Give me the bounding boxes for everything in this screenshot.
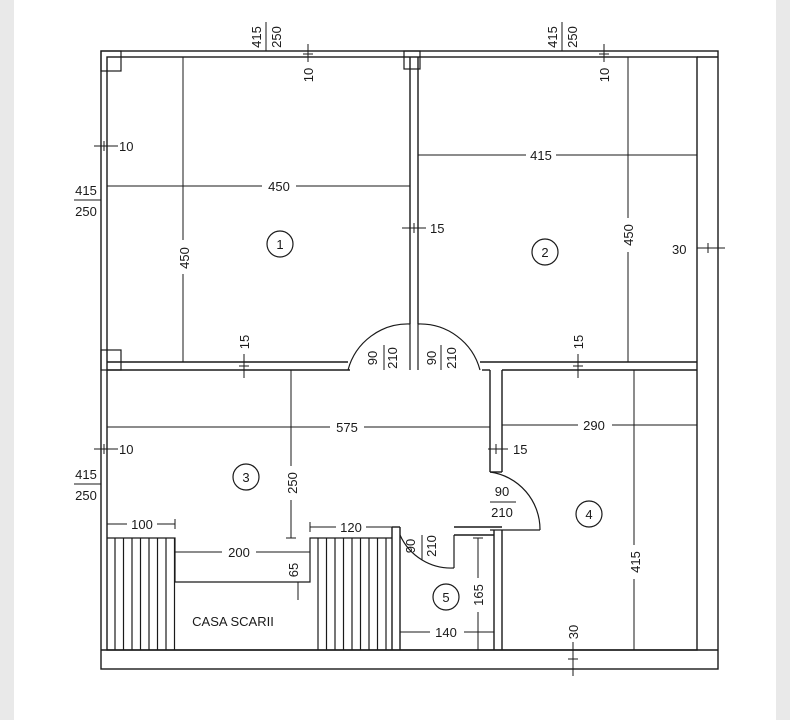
staircase-label: CASA SCARII [192, 614, 274, 629]
floor-plan: 1 2 3 4 5 450 450 415 450 575 250 290 41… [74, 22, 725, 676]
door4-height: 210 [424, 535, 439, 557]
dim-room1-width: 450 [268, 179, 290, 194]
door1-width: 90 [365, 351, 380, 365]
door3-width: 90 [495, 484, 509, 499]
room-number-5: 5 [442, 590, 449, 605]
room-number-3: 3 [242, 470, 249, 485]
door2-height: 210 [444, 347, 459, 369]
room-markers: 1 2 3 4 5 [232, 230, 603, 611]
dim-wall-30-right: 30 [672, 242, 686, 257]
door4-width: 90 [403, 539, 418, 553]
drawing-sheet: 1 2 3 4 5 450 450 415 450 575 250 290 41… [14, 0, 776, 720]
dim-stair-65: 65 [286, 563, 301, 577]
dim-room2-width: 415 [530, 148, 552, 163]
door2-width: 90 [424, 351, 439, 365]
dim-room4-width: 290 [583, 418, 605, 433]
level-left-lower-den: 250 [75, 488, 97, 503]
dim-room5-height: 165 [471, 584, 486, 606]
interior-walls [107, 57, 697, 650]
dim-partition-15-d: 15 [513, 442, 527, 457]
level-top-left-upper: 415 [249, 26, 264, 48]
level-left-upper-den: 250 [75, 204, 97, 219]
dim-partition-15-b: 15 [237, 335, 252, 349]
dim-wall-10-left-bottom: 10 [119, 442, 133, 457]
level-left-lower-num: 415 [75, 467, 97, 482]
level-top-left-lower: 250 [269, 26, 284, 48]
dim-room2-height: 450 [621, 224, 636, 246]
dim-room4-height: 415 [628, 551, 643, 573]
corner-posts [100, 50, 421, 371]
room-marker-3 [232, 463, 260, 491]
dim-partition-15-a: 15 [430, 221, 444, 236]
dimension-labels: 450 450 415 450 575 250 290 415 100 200 … [75, 26, 686, 640]
room-marker-4 [575, 500, 603, 528]
dim-wall-10-top-right: 10 [597, 68, 612, 82]
dim-wall-30-bottom: 30 [566, 625, 581, 639]
dim-stair-120: 120 [340, 520, 362, 535]
dim-stair-100: 100 [131, 517, 153, 532]
level-top-right-lower: 250 [565, 26, 580, 48]
staircase [107, 537, 392, 650]
dim-room3-height: 250 [285, 472, 300, 494]
dim-room3-width: 575 [336, 420, 358, 435]
room-number-2: 2 [541, 245, 548, 260]
dim-wall-10-left-top: 10 [119, 139, 133, 154]
room-number-4: 4 [585, 507, 592, 522]
room-marker-5 [432, 583, 460, 611]
room-marker-1 [266, 230, 294, 258]
dim-room5-width: 140 [435, 625, 457, 640]
room-marker-2 [531, 238, 559, 266]
dim-wall-10-top-left: 10 [301, 68, 316, 82]
level-left-upper-num: 415 [75, 183, 97, 198]
door1-height: 210 [385, 347, 400, 369]
level-top-right-upper: 415 [545, 26, 560, 48]
dim-stair-200: 200 [228, 545, 250, 560]
room-number-1: 1 [276, 237, 283, 252]
dim-room1-height: 450 [177, 247, 192, 269]
dim-partition-15-c: 15 [571, 335, 586, 349]
door3-height: 210 [491, 505, 513, 520]
